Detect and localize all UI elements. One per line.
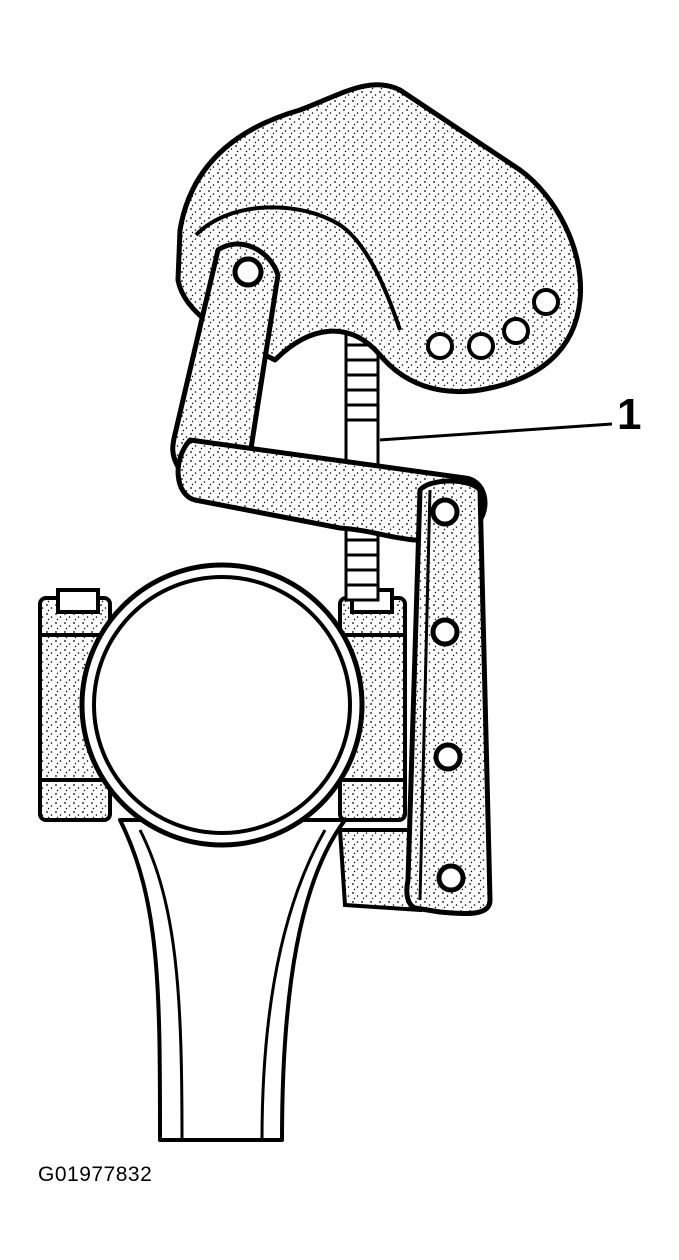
- figure-id: G01977832: [38, 1163, 153, 1186]
- rod-shank: [118, 818, 347, 1142]
- callout-leader-line: [379, 422, 613, 442]
- vertical-side-arm: [404, 478, 493, 917]
- upper-jaw-holes: [426, 288, 560, 360]
- cross-lever: [175, 437, 488, 548]
- upper-jaw-plate: [175, 82, 584, 395]
- rod-big-end: [79, 562, 365, 848]
- callout-number: 1: [617, 390, 642, 439]
